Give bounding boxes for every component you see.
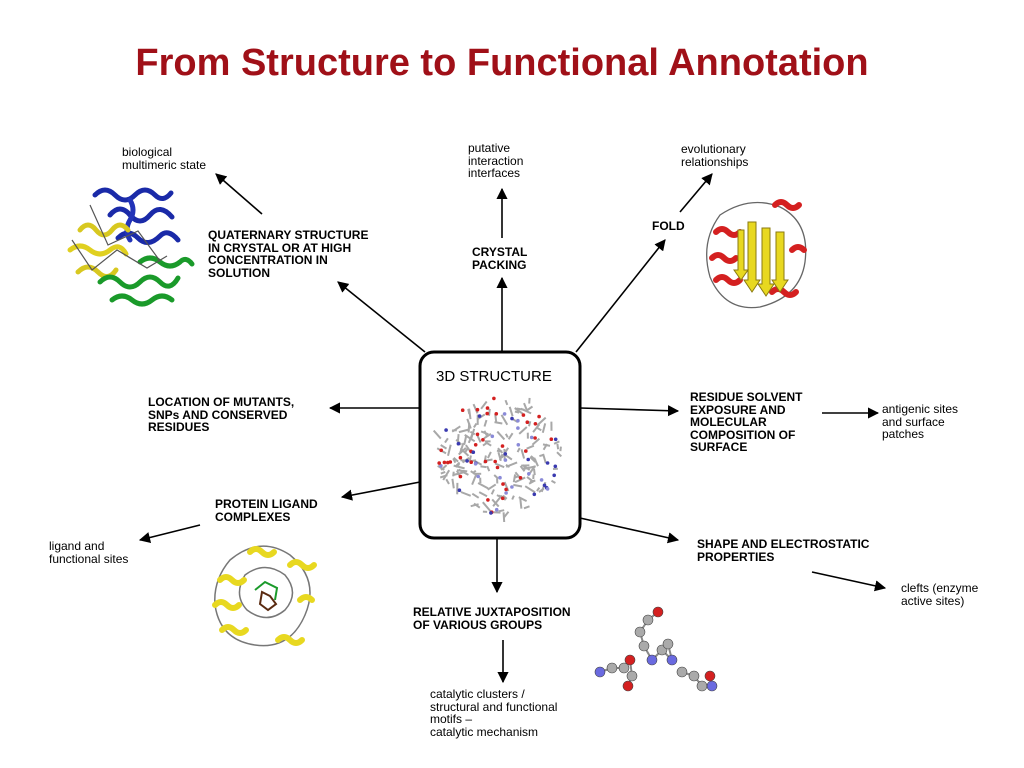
heading-residue-solvent-exposure: RESIDUE SOLVENT EXPOSURE AND MOLECULAR C… (690, 390, 803, 454)
arrow-to-solvent (579, 405, 680, 417)
outcome-clefts: clefts (enzyme active sites) (901, 581, 979, 608)
arrow-to-multimeric-state (215, 173, 263, 215)
center-structure-label: 3D STRUCTURE (436, 368, 552, 385)
heading-fold: FOLD (652, 219, 685, 233)
arrow-to-shape (579, 517, 680, 544)
outcome-antigenic-sites: antigenic sites and surface patches (882, 402, 959, 441)
outcome-interaction-interfaces: putative interaction interfaces (468, 141, 524, 180)
protein-atom-model (432, 396, 562, 523)
fold-protein-image (706, 199, 807, 309)
ligand-protein-image (212, 545, 317, 647)
outcome-catalytic-clusters: catalytic clusters / structural and func… (430, 687, 558, 739)
heading-quaternary-structure: QUATERNARY STRUCTURE IN CRYSTAL OR AT HI… (208, 228, 369, 280)
multimer-protein-image (67, 187, 195, 307)
arrow-to-ligand-sites (138, 524, 201, 543)
outcome-multimeric-state: biological multimeric state (122, 145, 207, 172)
arrow-to-clefts (811, 571, 887, 592)
arrow-to-fold (575, 239, 666, 353)
outcome-ligand-functional-sites: ligand and functional sites (49, 539, 129, 566)
heading-shape-electrostatic: SHAPE AND ELECTROSTATIC PROPERTIES (697, 537, 870, 564)
arrow-to-ligand (340, 481, 421, 501)
arrow-to-evolutionary (679, 173, 713, 213)
heading-protein-ligand-complexes: PROTEIN LIGAND COMPLEXES (215, 497, 318, 524)
heading-relative-juxtaposition: RELATIVE JUXTAPOSITION OF VARIOUS GROUPS (413, 605, 571, 632)
heading-crystal-packing: CRYSTAL PACKING (472, 245, 528, 272)
slide-title: From Structure to Functional Annotation (135, 42, 869, 84)
outcome-evolutionary-relationships: evolutionary relationships (681, 142, 749, 169)
heading-location-of-mutants: LOCATION OF MUTANTS, SNPs AND CONSERVED … (148, 395, 295, 434)
catalytic-residues-image (594, 606, 718, 692)
arrow-to-quaternary (337, 281, 426, 353)
